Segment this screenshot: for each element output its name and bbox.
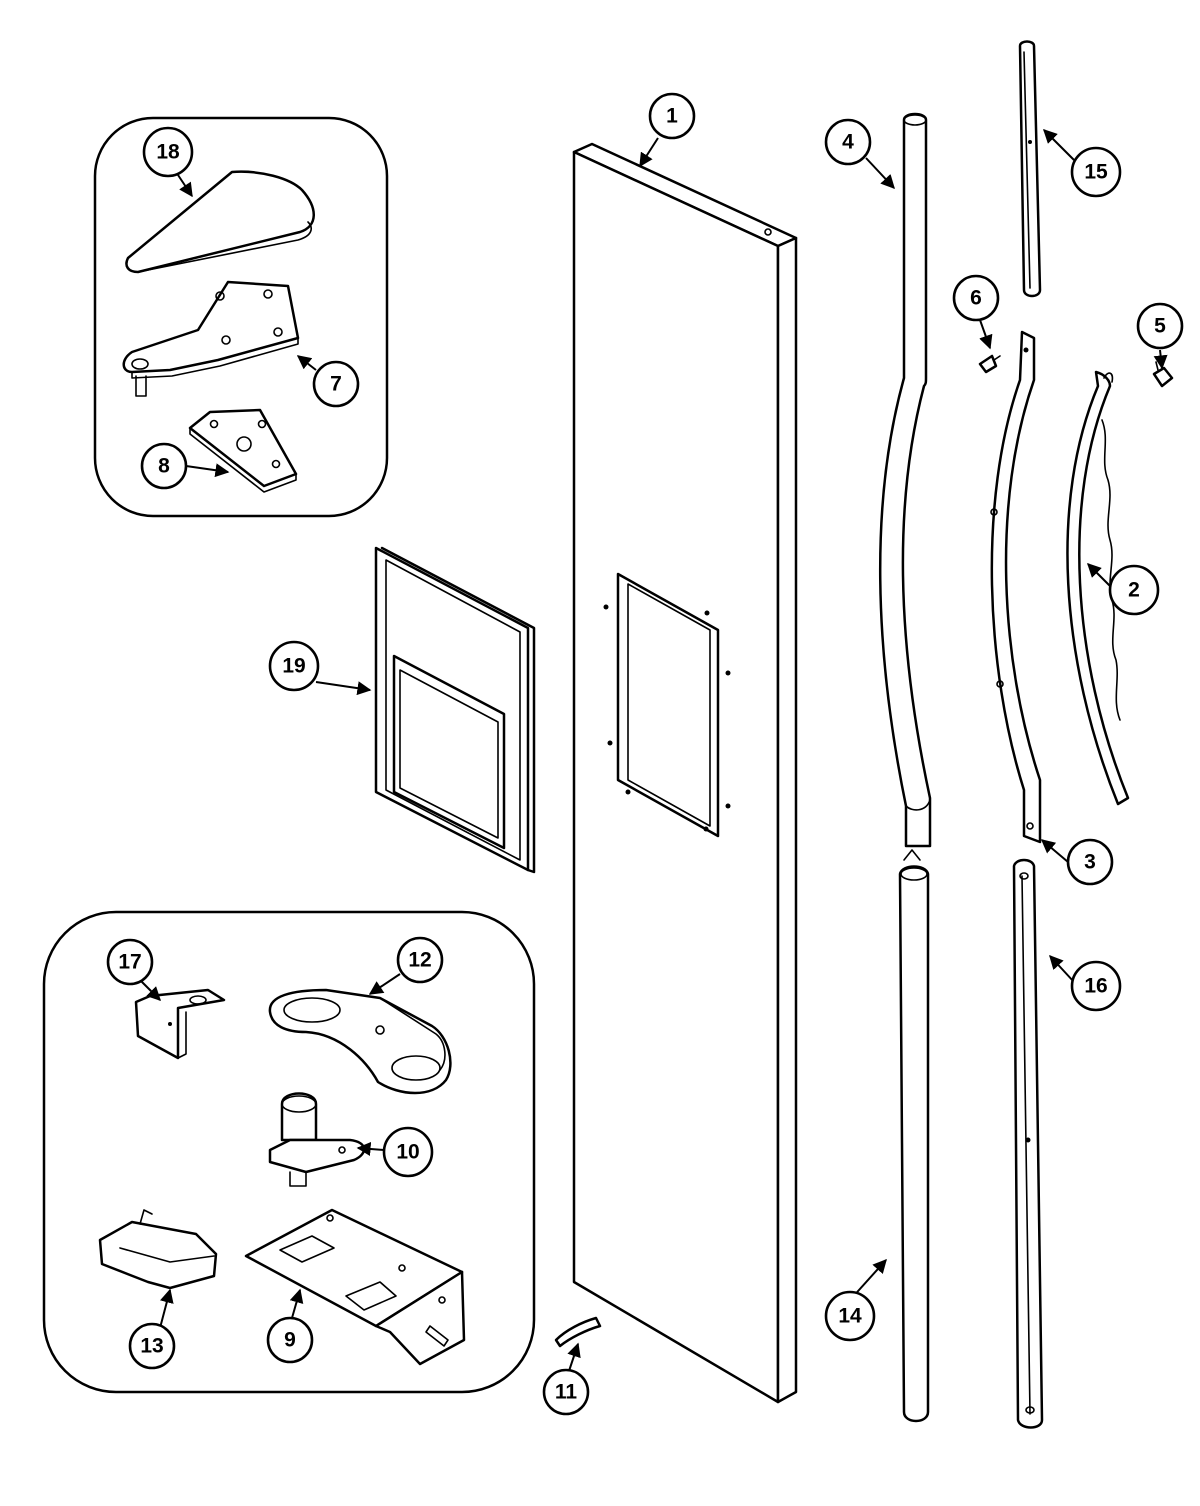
callout-8: 8 [140, 442, 188, 490]
callout-11: 11 [542, 1368, 590, 1416]
svg-text:5: 5 [1154, 315, 1166, 338]
part-dispenser-trim [374, 546, 536, 874]
callout-6: 6 [952, 274, 1000, 322]
svg-text:10: 10 [396, 1141, 419, 1164]
part-trim-lower [1012, 858, 1044, 1429]
part-handle-bracket [990, 330, 1042, 844]
part-handle-upper [878, 112, 932, 848]
svg-text:13: 13 [140, 1335, 163, 1358]
part-hinge-cover [125, 170, 315, 274]
callout-15: 15 [1070, 146, 1122, 198]
part-screw [978, 354, 1001, 374]
callout-7: 7 [312, 360, 360, 408]
hinge-group-box-bottom [42, 910, 536, 1394]
hinge-group-box-top [93, 116, 389, 518]
svg-text:14: 14 [838, 1305, 862, 1328]
callout-13: 13 [128, 1322, 176, 1370]
svg-text:4: 4 [842, 131, 854, 154]
part-hinge-bracket-plate [244, 1208, 466, 1366]
callout-18: 18 [142, 126, 194, 178]
callout-17: 17 [106, 938, 154, 986]
callout-2: 2 [1108, 564, 1160, 616]
callout-16: 16 [1070, 960, 1122, 1012]
callout-12: 12 [396, 936, 444, 984]
part-small-bracket [134, 988, 226, 1060]
svg-text:8: 8 [158, 455, 170, 478]
svg-text:2: 2 [1128, 579, 1140, 602]
callout-19: 19 [268, 640, 320, 692]
part-handle-lower [898, 849, 930, 1423]
part-hinge-cover-lower [98, 1209, 218, 1290]
svg-text:7: 7 [330, 373, 342, 396]
callout-9: 9 [266, 1316, 314, 1364]
part-clip [1152, 361, 1174, 388]
svg-text:3: 3 [1084, 851, 1096, 874]
part-hinge-upper [122, 280, 300, 397]
part-door-panel [572, 142, 798, 1404]
svg-text:15: 15 [1084, 161, 1108, 184]
svg-text:11: 11 [555, 1381, 578, 1404]
leader-lines [139, 129, 1168, 1375]
part-hinge-block [268, 988, 452, 1095]
part-handle-insert [1066, 370, 1130, 806]
part-hinge-plate [188, 408, 298, 493]
svg-text:18: 18 [156, 141, 180, 164]
svg-text:19: 19 [282, 655, 305, 678]
svg-text:6: 6 [970, 287, 982, 310]
callout-5: 5 [1136, 302, 1184, 350]
callout-4: 4 [824, 118, 872, 166]
callout-14: 14 [824, 1290, 876, 1342]
svg-text:9: 9 [284, 1329, 296, 1352]
callout-10: 10 [382, 1126, 434, 1178]
part-gasket-piece [554, 1316, 602, 1348]
callout-1: 1 [648, 92, 696, 140]
svg-text:16: 16 [1084, 975, 1107, 998]
svg-text:12: 12 [408, 949, 431, 972]
part-trim-upper [1018, 40, 1042, 298]
svg-text:17: 17 [118, 951, 141, 974]
svg-text:1: 1 [666, 105, 678, 128]
callout-3: 3 [1066, 838, 1114, 886]
part-hinge-pin [268, 1092, 366, 1187]
